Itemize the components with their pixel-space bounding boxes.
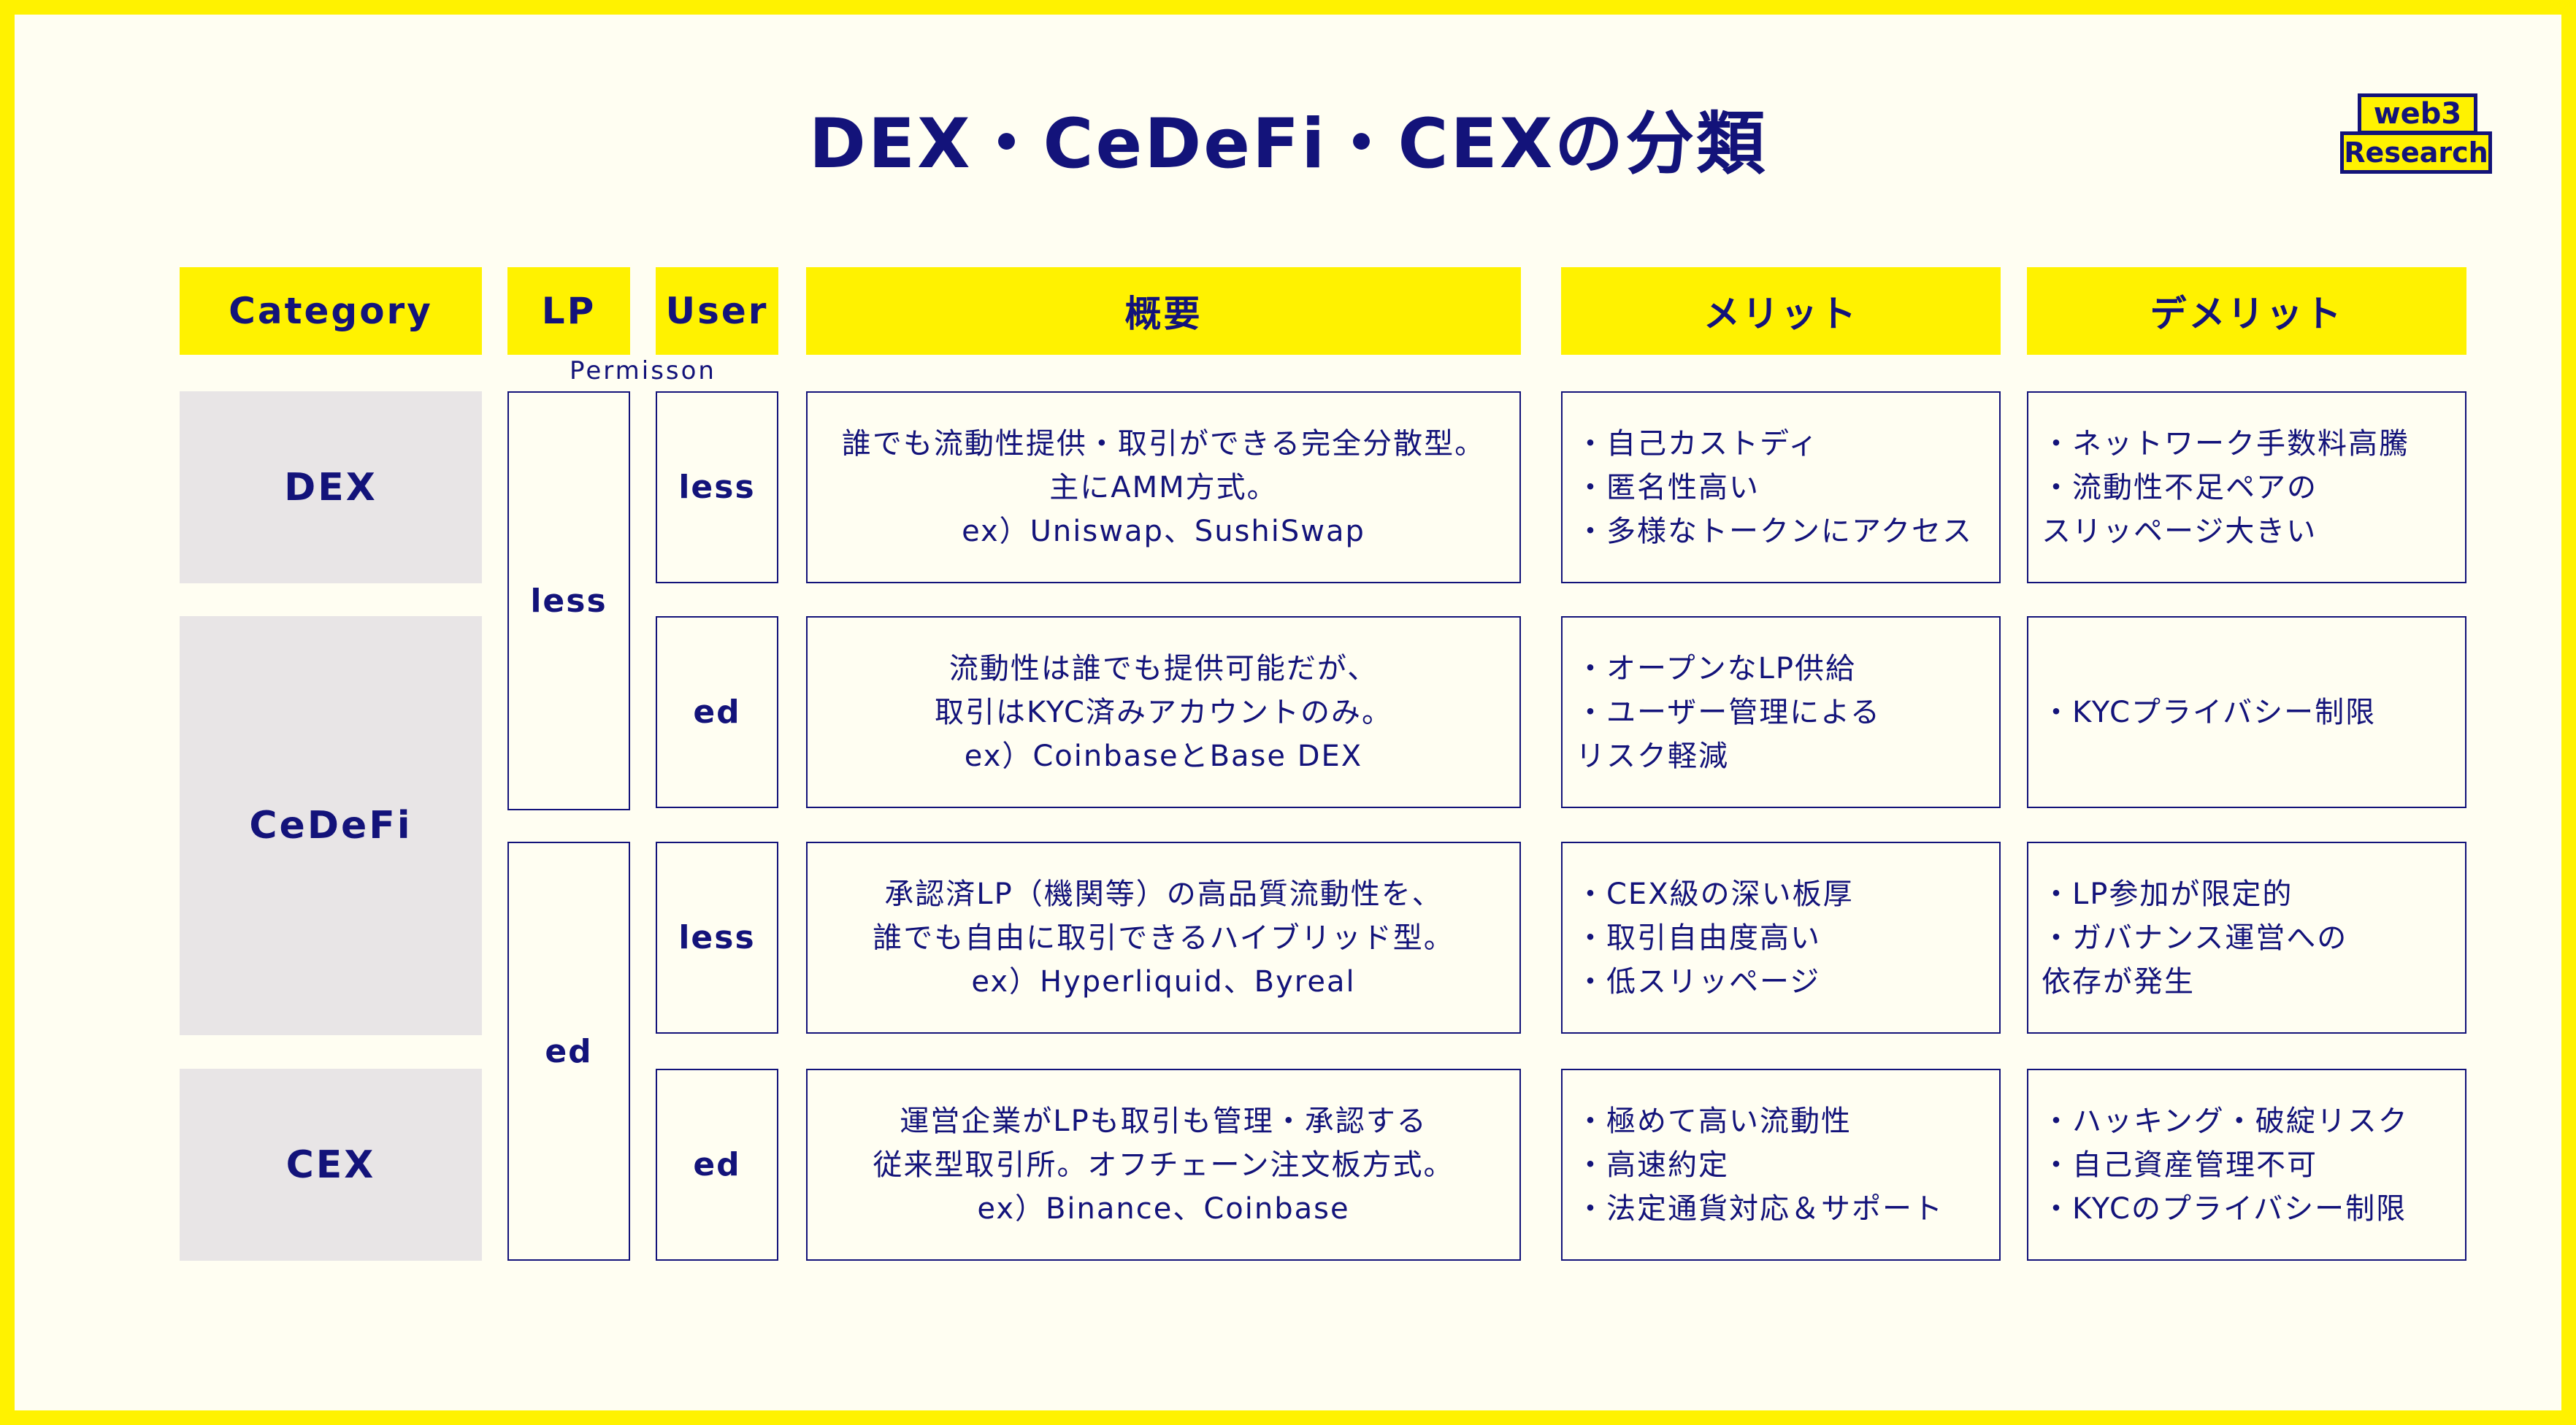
overview-line: 流動性は誰でも提供可能だが、 <box>948 651 1379 685</box>
merit-cell: ・極めて高い流動性 ・高速約定 ・法定通貨対応＆サポート <box>1561 1069 2001 1261</box>
overview-line: ex）Hyperliquid、Byreal <box>971 964 1356 999</box>
merit-line: ・自己カストディ <box>1576 426 1820 461</box>
merit-cell: ・自己カストディ ・匿名性高い ・多様なトークンにアクセス <box>1561 391 2001 583</box>
demerit-line: スリッページ大きい <box>2042 514 2318 548</box>
overview-cell: 運営企業がLPも取引も管理・承認する 従来型取引所。オフチェーン注文板方式。 e… <box>806 1069 1521 1261</box>
category-dex: DEX <box>180 391 482 583</box>
header-user: User <box>656 267 778 355</box>
overview-line: 主にAMM方式。 <box>1049 470 1278 504</box>
overview-cell: 承認済LP（機関等）の高品質流動性を、 誰でも自由に取引できるハイブリッド型。 … <box>806 842 1521 1034</box>
permission-note: Permisson <box>570 356 716 385</box>
lp-cell-less: less <box>507 391 630 810</box>
demerit-cell: ・ハッキング・破綻リスク ・自己資産管理不可 ・KYCのプライバシー制限 <box>2027 1069 2466 1261</box>
overview-line: 運営企業がLPも取引も管理・承認する <box>900 1104 1427 1138</box>
merit-cell: ・オープンなLP供給 ・ユーザー管理による リスク軽減 <box>1561 616 2001 808</box>
overview-cell: 流動性は誰でも提供可能だが、 取引はKYC済みアカウントのみ。 ex）Coinb… <box>806 616 1521 808</box>
category-cedefi: CeDeFi <box>180 616 482 1035</box>
merit-line: ・極めて高い流動性 <box>1576 1104 1852 1138</box>
merit-line: ・法定通貨対応＆サポート <box>1576 1191 1944 1226</box>
user-cell: less <box>656 842 778 1034</box>
demerit-line: ・KYCのプライバシー制限 <box>2042 1191 2407 1226</box>
demerit-line: ・KYCプライバシー制限 <box>2042 695 2377 729</box>
logo-top-text: web3 <box>2358 93 2477 134</box>
page-title: DEX・CeDeFi・CEXの分類 <box>808 104 1768 184</box>
overview-line: 従来型取引所。オフチェーン注文板方式。 <box>873 1148 1454 1182</box>
demerit-line: ・ハッキング・破綻リスク <box>2042 1104 2409 1138</box>
header-demerit: デメリット <box>2027 267 2466 355</box>
merit-line: ・多様なトークンにアクセス <box>1576 514 1973 548</box>
header-lp: LP <box>507 267 630 355</box>
overview-line: ex）CoinbaseとBase DEX <box>964 739 1363 773</box>
demerit-line: ・LP参加が限定的 <box>2042 877 2293 911</box>
demerit-line: 依存が発生 <box>2042 964 2195 999</box>
merit-line: ・取引自由度高い <box>1576 921 1821 955</box>
overview-cell: 誰でも流動性提供・取引ができる完全分散型。 主にAMM方式。 ex）Uniswa… <box>806 391 1521 583</box>
overview-line: 取引はKYC済みアカウントのみ。 <box>935 695 1392 729</box>
overview-line: 承認済LP（機関等）の高品質流動性を、 <box>884 877 1443 911</box>
merit-line: リスク軽減 <box>1576 739 1729 773</box>
lp-cell-ed: ed <box>507 842 630 1261</box>
header-merit: メリット <box>1561 267 2001 355</box>
demerit-line: ・自己資産管理不可 <box>2042 1148 2318 1182</box>
merit-line: ・低スリッページ <box>1576 964 1821 999</box>
user-cell: ed <box>656 1069 778 1261</box>
demerit-cell: ・KYCプライバシー制限 <box>2027 616 2466 808</box>
overview-line: 誰でも流動性提供・取引ができる完全分散型。 <box>841 426 1486 461</box>
overview-line: 誰でも自由に取引できるハイブリッド型。 <box>873 921 1454 955</box>
merit-line: ・ユーザー管理による <box>1576 695 1881 729</box>
merit-line: ・CEX級の深い板厚 <box>1576 877 1854 911</box>
demerit-line: ・流動性不足ペアの <box>2042 470 2318 504</box>
merit-line: ・匿名性高い <box>1576 470 1760 504</box>
demerit-cell: ・LP参加が限定的 ・ガバナンス運営への 依存が発生 <box>2027 842 2466 1034</box>
user-cell: ed <box>656 616 778 808</box>
category-cex: CEX <box>180 1069 482 1261</box>
overview-line: ex）Uniswap、SushiSwap <box>962 514 1365 548</box>
overview-line: ex）Binance、Coinbase <box>977 1191 1350 1226</box>
merit-cell: ・CEX級の深い板厚 ・取引自由度高い ・低スリッページ <box>1561 842 2001 1034</box>
header-category: Category <box>180 267 482 355</box>
merit-line: ・高速約定 <box>1576 1148 1729 1182</box>
demerit-line: ・ガバナンス運営への <box>2042 921 2348 955</box>
header-overview: 概要 <box>806 267 1521 355</box>
demerit-line: ・ネットワーク手数料高騰 <box>2042 426 2410 461</box>
logo-bottom-text: Research <box>2340 131 2492 174</box>
merit-line: ・オープンなLP供給 <box>1576 651 1857 685</box>
user-cell: less <box>656 391 778 583</box>
demerit-cell: ・ネットワーク手数料高騰 ・流動性不足ペアの スリッページ大きい <box>2027 391 2466 583</box>
